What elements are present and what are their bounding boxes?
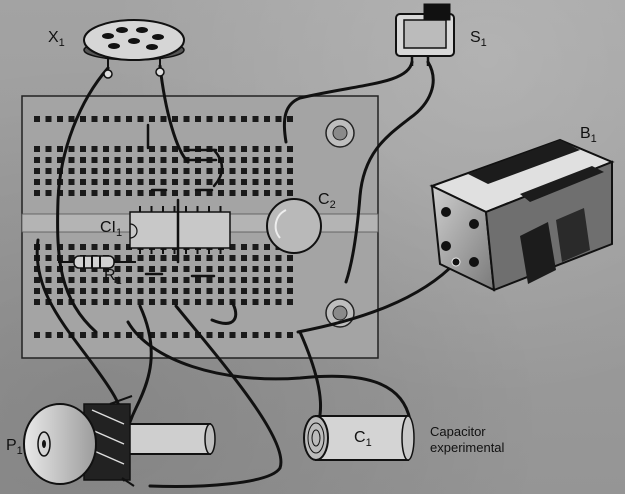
label-b1-sub: 1	[590, 133, 597, 145]
battery-holder-b1	[429, 138, 615, 292]
label-p1: P1	[6, 438, 23, 459]
label-x1: X1	[48, 30, 65, 51]
label-s1-sub: 1	[480, 37, 487, 49]
wire-x1-left	[56, 66, 110, 334]
label-c2-letter: C	[318, 191, 330, 208]
label-b1-letter: B	[580, 125, 591, 142]
wire-pot-right	[148, 304, 283, 488]
capacitor-c1	[303, 415, 415, 461]
label-s1: S1	[470, 30, 487, 51]
label-s1-letter: S	[470, 29, 481, 46]
label-x1-letter: X	[48, 29, 59, 46]
annotation-line-2: experimental	[430, 440, 505, 455]
label-r1: R1	[104, 268, 122, 289]
capacitor-c2	[266, 198, 322, 254]
wire-s1-board	[282, 60, 414, 144]
label-c1-letter: C	[354, 429, 366, 446]
label-c2-sub: 2	[329, 199, 336, 211]
label-c1-sub: 1	[365, 437, 372, 449]
label-ci1-letter: CI	[100, 219, 116, 236]
label-c1: C1	[354, 430, 372, 451]
label-ci1-sub: 1	[116, 227, 123, 239]
label-b1: B1	[580, 126, 597, 147]
resistor-r1	[58, 255, 136, 269]
capacitor-annotation: Capacitor experimental	[430, 424, 504, 456]
mounting-hole-top	[325, 118, 355, 148]
wire-x1-right	[158, 64, 190, 164]
annotation-line-1: Capacitor	[430, 424, 486, 439]
label-p1-letter: P	[6, 437, 17, 454]
label-ci1: CI1	[100, 220, 122, 241]
board-jumpers	[144, 123, 224, 278]
wire-battery-board	[296, 260, 458, 334]
wire-board-local	[210, 300, 238, 325]
label-r1-sub: 1	[115, 275, 122, 287]
speaker-x1	[83, 19, 185, 79]
label-x1-sub: 1	[58, 37, 65, 49]
potentiometer-p1	[23, 395, 216, 487]
ic-chip-ci1	[129, 206, 231, 254]
label-r1-letter: R	[104, 267, 116, 284]
switch-s1	[395, 3, 455, 66]
wire-c1-top	[126, 320, 412, 422]
label-p1-sub: 1	[16, 445, 23, 457]
label-c2: C2	[318, 192, 336, 213]
wire-s1-battery	[344, 60, 435, 284]
